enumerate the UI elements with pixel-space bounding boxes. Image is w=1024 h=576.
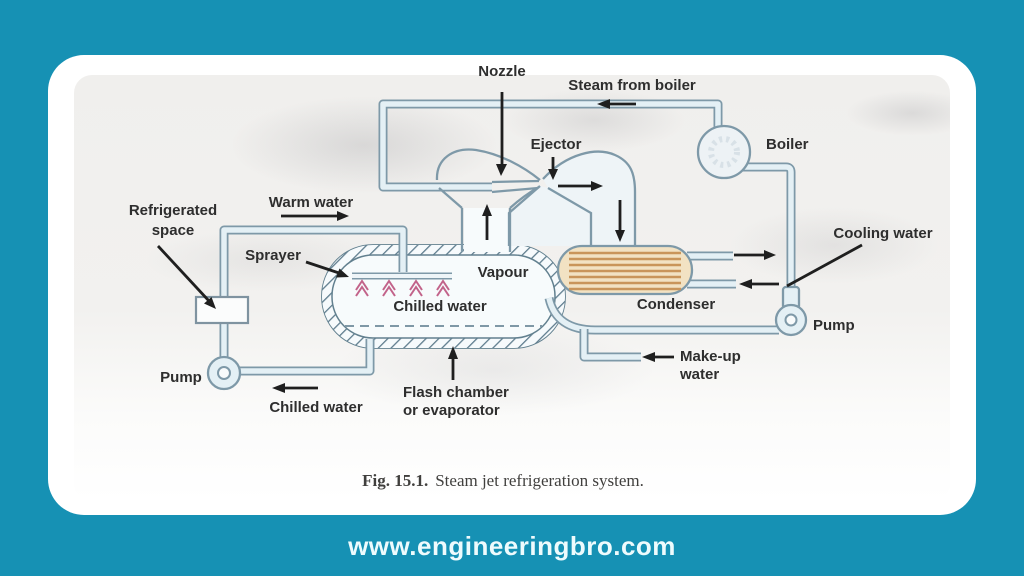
chilled-water-return-pipe xyxy=(240,339,375,376)
label-refrigerated-line2: space xyxy=(152,222,195,239)
label-pump-right: Pump xyxy=(813,317,855,334)
figure-caption-text: Steam jet refrigeration system. xyxy=(435,471,644,490)
warm-water-flow-arrow xyxy=(281,211,349,221)
cooling-water-out-arrow xyxy=(734,250,776,260)
steam-flow-arrow xyxy=(597,99,636,109)
make-up-water-arrow xyxy=(642,352,674,362)
label-makeup-line2: water xyxy=(679,366,719,383)
condensate-pipe xyxy=(544,296,779,335)
label-cooling-water: Cooling water xyxy=(833,225,932,242)
label-makeup-line1: Make-up xyxy=(680,348,741,365)
ejector-body xyxy=(435,148,637,252)
cooling-water-pointer-line xyxy=(786,243,863,288)
label-chilled-water-inside: Chilled water xyxy=(393,298,487,315)
flash-chamber-pointer-arrow xyxy=(448,346,458,380)
condenser-tubes xyxy=(569,251,681,291)
flash-chamber xyxy=(321,244,566,349)
flow-arrows xyxy=(156,92,863,393)
ejector-flow-arrow xyxy=(558,181,603,191)
ejector-pointer-arrow xyxy=(548,157,558,180)
label-warm-water: Warm water xyxy=(269,194,354,211)
label-condenser: Condenser xyxy=(637,296,716,313)
label-ejector: Ejector xyxy=(531,136,582,153)
label-pump-left: Pump xyxy=(160,369,202,386)
refrigerated-space-box xyxy=(194,295,250,325)
label-flash-line1: Flash chamber xyxy=(403,384,509,401)
condenser-inlet-arrow xyxy=(615,200,625,242)
chilled-water-flow-arrow xyxy=(272,383,318,393)
pump-left xyxy=(206,355,242,391)
website-url: www.engineeringbro.com xyxy=(348,531,676,561)
warm-water-supply-pipe xyxy=(219,225,408,358)
label-flash-line2: or evaporator xyxy=(403,402,500,419)
label-vapour: Vapour xyxy=(478,264,529,281)
spray-jets xyxy=(355,279,450,297)
refrigerated-space-pointer-arrow xyxy=(156,245,216,309)
boiler-feed-pipe xyxy=(742,162,796,302)
label-sprayer: Sprayer xyxy=(245,247,301,264)
make-up-water-pipe xyxy=(579,329,641,362)
label-steam-from-boiler: Steam from boiler xyxy=(568,77,696,94)
cooling-water-in-arrow xyxy=(739,279,779,289)
label-nozzle: Nozzle xyxy=(478,63,526,80)
label-boiler: Boiler xyxy=(766,136,809,153)
sprayer-pointer-arrow xyxy=(305,260,349,278)
condenser xyxy=(556,244,694,296)
label-refrigerated-line1: Refrigerated xyxy=(129,202,217,219)
figure-caption-number: Fig. 15.1. xyxy=(362,471,428,490)
steam-pipe xyxy=(378,99,723,192)
boiler xyxy=(696,124,752,180)
label-chilled-water-return: Chilled water xyxy=(269,399,363,416)
nozzle-pointer-arrow xyxy=(496,92,507,176)
pump-right xyxy=(774,285,808,337)
figure-caption: Fig. 15.1. Steam jet refrigeration system… xyxy=(362,471,644,490)
vapour-flow-arrow xyxy=(482,204,492,240)
